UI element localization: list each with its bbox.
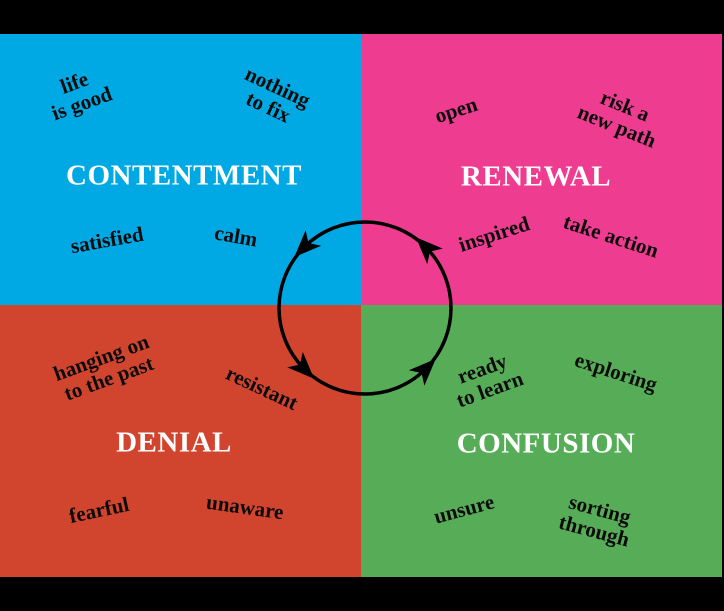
- phrase-calm: calm: [212, 220, 260, 252]
- quadrant-renewal: open risk a new path RENEWAL inspired ta…: [361, 34, 722, 305]
- phrase-open: open: [431, 91, 481, 129]
- arrowhead-northeast-icon: [415, 237, 443, 265]
- phrase-exploring: exploring: [571, 347, 661, 397]
- quadrant-confusion: ready to learn exploring CONFUSION unsur…: [361, 305, 722, 577]
- quadrant-title-confusion: CONFUSION: [456, 427, 636, 460]
- arrowhead-southeast-icon: [408, 358, 436, 386]
- phrase-risk-a-new-path: risk a new path: [574, 85, 660, 153]
- cycle-circle: [277, 220, 453, 396]
- arrowhead-southwest-icon: [287, 351, 315, 379]
- phrase-unsure: unsure: [431, 489, 497, 529]
- quadrant-title-denial: DENIAL: [116, 426, 232, 459]
- phrase-unaware: unaware: [204, 489, 286, 525]
- phrase-sorting-through: sorting through: [556, 489, 634, 552]
- quadrant-contentment: life is good nothing to fix CONTENTMENT …: [0, 34, 361, 305]
- phrase-hanging-on-to-the-past: hanging on to the past: [50, 329, 157, 406]
- counterclockwise-cycle-arrow-icon: [277, 220, 453, 396]
- quadrant-title-renewal: RENEWAL: [460, 160, 612, 193]
- phrase-nothing-to-fix: nothing to fix: [241, 61, 314, 128]
- phrase-fearful: fearful: [66, 491, 132, 529]
- phrase-take-action: take action: [560, 209, 662, 263]
- quadrant-denial: hanging on to the past resistant DENIAL …: [0, 305, 361, 577]
- quadrant-grid: life is good nothing to fix CONTENTMENT …: [0, 34, 722, 577]
- quadrant-title-contentment: CONTENTMENT: [66, 159, 302, 192]
- phrase-satisfied: satisfied: [68, 221, 146, 259]
- phrase-life-is-good: life is good: [48, 66, 116, 126]
- phrase-inspired: inspired: [455, 211, 533, 257]
- arrowhead-northwest-icon: [294, 230, 322, 258]
